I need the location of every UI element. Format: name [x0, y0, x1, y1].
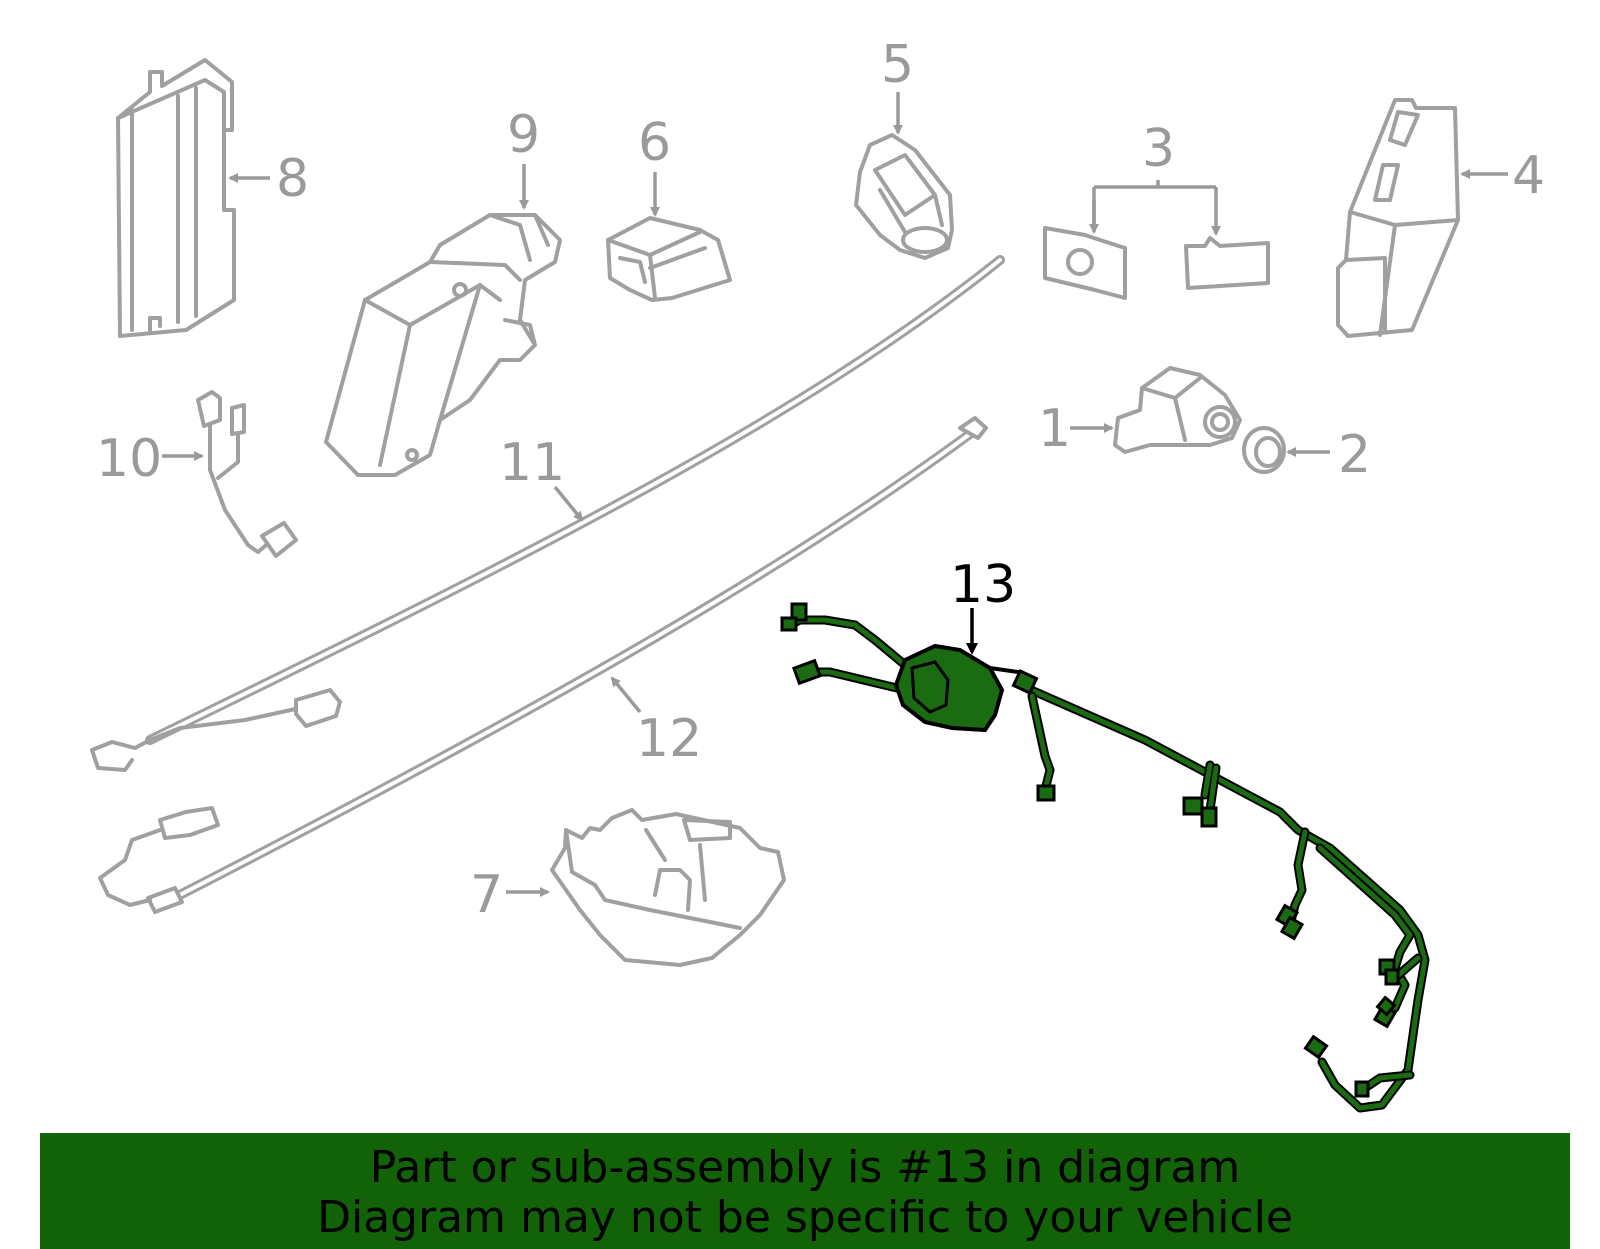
callout-8: 8: [276, 149, 309, 209]
callout-11: 11: [499, 433, 565, 493]
info-banner: Part or sub-assembly is #13 in diagram D…: [40, 1133, 1570, 1249]
callout-12: 12: [636, 709, 702, 769]
callout-4: 4: [1512, 146, 1545, 206]
callout-13: 13: [950, 555, 1016, 615]
callout-10: 10: [96, 429, 162, 489]
callout-3: 3: [1142, 119, 1175, 179]
part-8-module: [116, 58, 236, 338]
part-9-actuator: [324, 213, 562, 477]
banner-line-1: Part or sub-assembly is #13 in diagram: [369, 1142, 1241, 1193]
part-13-harness: [780, 602, 1430, 1113]
part-6-bracket: [606, 216, 732, 302]
callout-5: 5: [881, 35, 914, 95]
callout-1: 1: [1038, 399, 1071, 459]
part-12-cable: [98, 416, 988, 914]
leader-12: [610, 676, 642, 714]
callout-2: 2: [1338, 425, 1371, 485]
part-4-control-unit: [1336, 98, 1460, 338]
part-11-cable: [90, 255, 1005, 772]
part-3-pads: [1043, 226, 1270, 300]
callout-7: 7: [470, 865, 503, 925]
part-2-ring: [1242, 426, 1286, 474]
leader-3: [1092, 180, 1216, 234]
part-1-sensor: [1113, 366, 1242, 454]
banner-line-2: Diagram may not be specific to your vehi…: [317, 1192, 1293, 1243]
part-10-pigtail: [196, 390, 298, 558]
part-7-bracket: [550, 808, 786, 967]
callout-6: 6: [638, 113, 671, 173]
part-5-camera: [854, 133, 954, 260]
leader-11: [553, 485, 584, 522]
callout-9: 9: [507, 105, 540, 165]
